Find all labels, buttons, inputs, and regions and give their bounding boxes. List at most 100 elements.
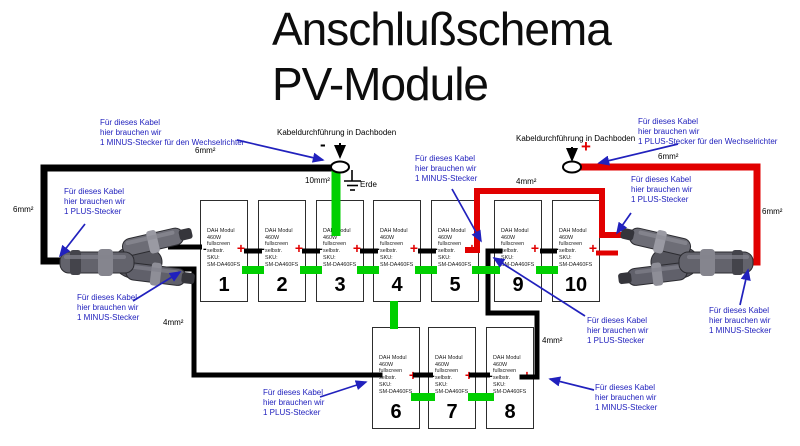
label-erde: Erde	[360, 180, 377, 189]
module-number: 4	[391, 274, 403, 296]
module-number: 10	[564, 274, 588, 296]
annotation-line: hier brauchen wir	[631, 184, 693, 194]
annotation-line: 1 PLUS-Stecker	[263, 407, 321, 417]
minus-terminal: -	[203, 243, 207, 255]
annotation-line: 1 PLUS-Stecker	[631, 194, 689, 204]
label-kabel1: Kabeldurchführung in Dachboden	[277, 128, 397, 137]
feedthrough-minus	[330, 160, 350, 174]
module-number: 9	[512, 274, 524, 296]
page-title: Anschlußschema PV-Module	[272, 2, 612, 112]
label-s4c: 4mm²	[542, 336, 563, 345]
annotation-line: hier brauchen wir	[587, 325, 649, 335]
annotation-line: 1 PLUS-Stecker	[587, 335, 645, 345]
annotation-line: Für dieses Kabel	[638, 117, 699, 126]
module-number: 7	[446, 401, 458, 423]
annotation-line: 1 MINUS-Stecker	[709, 325, 772, 335]
annotation-arrow-a6	[616, 212, 632, 235]
annotation-line: Für dieses Kabel	[415, 154, 476, 163]
annotation-line: Für dieses Kabel	[631, 175, 692, 184]
annotation-line: Für dieses Kabel	[587, 316, 648, 325]
plus-terminal: +	[464, 367, 473, 383]
annotation-line: hier brauchen wir	[415, 163, 477, 173]
plus-terminal: +	[294, 240, 303, 256]
label-minus-sign: -	[320, 135, 326, 154]
minus-terminal: -	[319, 243, 323, 255]
annotation-line: 1 PLUS-Stecker	[64, 206, 122, 216]
minus-terminal: -	[375, 370, 379, 382]
annotation-line: hier brauchen wir	[64, 196, 126, 206]
annotation-line: hier brauchen wir	[709, 315, 771, 325]
module-number: 6	[390, 401, 402, 423]
plus-terminal: +	[352, 240, 361, 256]
label-s4a: 4mm²	[163, 318, 184, 327]
annotation-arrow-a1	[236, 139, 325, 163]
plus-terminal: +	[467, 240, 476, 256]
annotation-arrow-a10	[739, 268, 751, 306]
annotation-line: hier brauchen wir	[263, 397, 325, 407]
annotation-arrow-a9	[548, 376, 595, 391]
plus-terminal: +	[408, 367, 417, 383]
feedthrough-plus	[562, 160, 582, 174]
annotation-line: Für dieses Kabel	[595, 383, 656, 392]
module-number: 3	[334, 274, 346, 296]
module-number: 2	[276, 274, 288, 296]
plus-terminal: +	[530, 240, 539, 256]
label-s6c: 6mm²	[658, 152, 679, 161]
annotation-line: Für dieses Kabel	[263, 388, 324, 397]
annotation-line: hier brauchen wir	[638, 126, 700, 136]
annotation-line: hier brauchen wir	[77, 302, 139, 312]
minus-terminal: -	[555, 243, 559, 255]
label-s10: 10mm²	[305, 176, 330, 185]
annotation-line: 1 MINUS-Stecker	[415, 173, 478, 183]
annotation-arrow-a2	[58, 223, 86, 258]
module-number: 8	[504, 401, 516, 423]
minus-terminal: -	[497, 243, 501, 255]
annotation-line: 1 MINUS-Stecker	[77, 312, 140, 322]
annotation-line: 1 MINUS-Stecker für den Wechselrichter	[100, 137, 245, 147]
module-number: 5	[449, 274, 461, 296]
minus-terminal: -	[431, 370, 435, 382]
annotation-arrow-a3	[132, 271, 182, 302]
minus-terminal: -	[434, 243, 438, 255]
minus-terminal: -	[261, 243, 265, 255]
mc4-y-connector-left	[59, 227, 195, 286]
label-kabel2: Kabeldurchführung in Dachboden	[516, 134, 636, 143]
plus-terminal: +	[522, 367, 531, 383]
label-s4b: 4mm²	[516, 177, 537, 186]
label-s6b: 6mm²	[13, 205, 34, 214]
label-s6d: 6mm²	[762, 207, 783, 216]
annotation-line: Für dieses Kabel	[100, 118, 161, 127]
annotation-line: Für dieses Kabel	[77, 293, 138, 302]
annotation-line: 1 MINUS-Stecker	[595, 402, 658, 412]
annotation-line: Für dieses Kabel	[709, 306, 770, 315]
module-number: 1	[218, 274, 230, 296]
plus-terminal: +	[236, 240, 245, 256]
label-s6a: 6mm²	[195, 146, 216, 155]
earth-symbol	[344, 170, 361, 191]
label-plus-sign: +	[581, 137, 591, 156]
title-line-2: PV-Module	[272, 58, 489, 110]
title-line-1: Anschlußschema	[272, 3, 612, 55]
